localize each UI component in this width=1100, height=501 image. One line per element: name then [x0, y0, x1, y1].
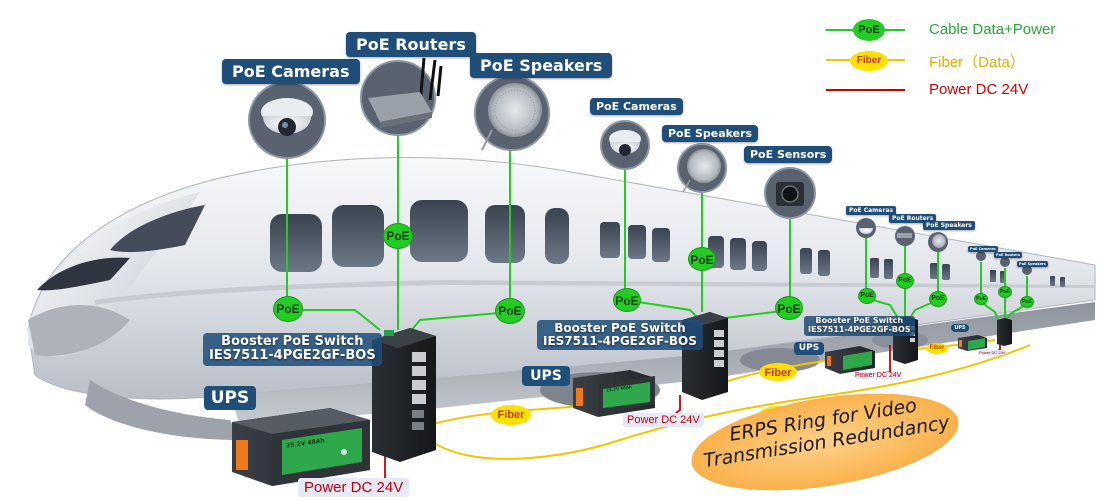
label-poe-routers-3: PoE Routers	[889, 214, 937, 223]
power-dc-label-1: Power DC 24V	[298, 478, 410, 497]
switch-label-2: Booster PoE Switch IES7511-4PGE2GF-BOS	[537, 320, 703, 351]
legend-fiber-badge: Fiber	[850, 51, 888, 71]
poe-badge: PoE	[975, 294, 987, 304]
label-poe-speakers: PoE Speakers	[470, 53, 613, 78]
ups-label-4: UPS	[951, 324, 969, 332]
power-dc-label-2: Power DC 24V	[623, 413, 704, 427]
poe-badge: PoE	[1021, 297, 1033, 307]
label-poe-cameras: PoE Cameras	[222, 59, 360, 84]
dome-camera-icon	[600, 120, 650, 170]
poe-badge: PoE	[897, 274, 913, 288]
poe-badge: PoE	[930, 292, 946, 306]
switch-model: IES7511-4PGE2GF-BOS	[808, 324, 911, 334]
label-poe-speakers-3: PoE Speakers	[923, 221, 975, 230]
switch-label-1: Booster PoE Switch IES7511-4PGE2GF-BOS	[203, 333, 382, 366]
power-dc-label-4: Power DC 24V	[978, 350, 1007, 355]
industrial-switch-icon	[997, 318, 1012, 346]
poe-badge: PoE	[689, 248, 715, 270]
switch-title: Booster PoE Switch	[815, 316, 904, 325]
switch-model: IES7511-4PGE2GF-BOS	[209, 348, 376, 364]
label-poe-speakers-2: PoE Speakers	[662, 125, 759, 142]
label-poe-cameras-2: PoE Cameras	[590, 98, 683, 115]
poe-badge: PoE	[776, 297, 802, 319]
router-icon	[1000, 257, 1010, 267]
speaker-icon	[928, 232, 948, 252]
label-poe-routers-4: PoE Routers	[994, 252, 1023, 258]
legend-poe-text: Cable Data+Power	[929, 21, 1056, 38]
industrial-switch-icon	[372, 328, 436, 462]
speaker-icon	[474, 75, 550, 151]
dome-camera-icon	[856, 218, 876, 238]
poe-badge: PoE	[859, 289, 875, 303]
router-icon	[895, 226, 915, 246]
ups-battery-icon	[958, 335, 987, 351]
fiber-badge: Fiber	[759, 363, 797, 381]
router-icon	[360, 57, 443, 136]
ups-battery-icon	[232, 408, 370, 486]
sensor-camera-icon	[764, 167, 816, 219]
label-poe-speakers-4: PoE Speakers	[1017, 261, 1048, 267]
ups-battery-icon	[573, 370, 655, 417]
ups-label-3: UPS	[794, 342, 824, 355]
dome-camera-icon	[976, 251, 986, 261]
fiber-badge: Fiber	[926, 343, 948, 354]
switch-title: Booster PoE Switch	[221, 334, 364, 349]
power-dc-label-3: Power DC 24V	[853, 372, 904, 379]
poe-badge: PoE	[274, 297, 302, 321]
poe-badge: PoE	[999, 287, 1011, 297]
poe-badge: PoE	[614, 289, 640, 311]
ups-label-1: UPS	[204, 386, 256, 410]
label-poe-routers: PoE Routers	[346, 32, 476, 57]
label-poe-cameras-3: PoE Cameras	[846, 206, 897, 215]
switch-label-3: Booster PoE Switch IES7511-4PGE2GF-BOS	[804, 316, 915, 336]
fiber-badge: Fiber	[491, 405, 531, 425]
speaker-icon	[1022, 265, 1032, 275]
speaker-icon	[677, 143, 727, 193]
legend-power-text: Power DC 24V	[929, 81, 1029, 98]
ups-battery-icon	[825, 346, 875, 374]
poe-badge: PoE	[384, 224, 412, 248]
switch-model: IES7511-4PGE2GF-BOS	[543, 334, 697, 349]
poe-badge: PoE	[496, 299, 524, 323]
ups-label-2: UPS	[522, 366, 570, 386]
legend-fiber-text: Fiber（Data）	[929, 54, 1025, 71]
switch-title: Booster PoE Switch	[554, 321, 686, 335]
dome-camera-icon	[248, 81, 326, 159]
label-poe-cameras-4: PoE Cameras	[968, 246, 998, 252]
label-poe-sensors: PoE Sensors	[744, 146, 833, 163]
legend-poe-badge: PoE	[853, 19, 885, 41]
